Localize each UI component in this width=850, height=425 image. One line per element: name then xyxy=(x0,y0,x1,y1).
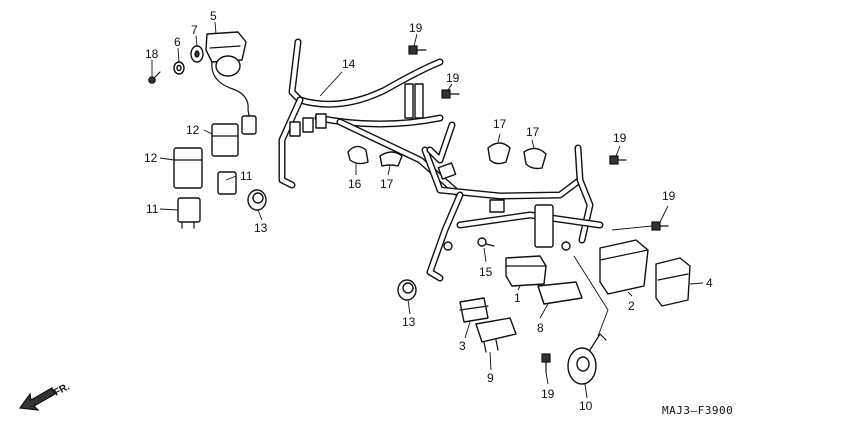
callout-12-lower: 12 xyxy=(144,151,158,165)
leader-lines xyxy=(151,21,704,399)
part-19-bolt-bottom xyxy=(541,353,551,373)
callout-17-c: 17 xyxy=(526,125,540,139)
part-19-bolt-mid xyxy=(441,89,460,99)
part-19-bolt-right xyxy=(609,155,627,165)
part-13-cap xyxy=(247,189,267,211)
front-direction-label: FR. xyxy=(52,381,72,398)
callout-2: 2 xyxy=(628,299,635,313)
part-17-clamp-a xyxy=(379,151,403,167)
callout-18: 18 xyxy=(145,47,159,61)
part-8-unit xyxy=(537,281,583,305)
part-15-screw xyxy=(477,237,495,247)
part-2-control-unit xyxy=(599,239,649,295)
callout-11-upper: 11 xyxy=(240,169,253,183)
part-5-relay-with-lead xyxy=(205,31,257,135)
callout-10: 10 xyxy=(579,399,593,413)
part-19-bolt-far-right xyxy=(651,221,669,231)
callout-4: 4 xyxy=(706,276,713,290)
part-9-relay xyxy=(475,317,517,353)
callout-17-b: 17 xyxy=(493,117,507,131)
callout-19-bottom: 19 xyxy=(541,387,555,401)
callout-3: 3 xyxy=(459,339,466,353)
callout-1: 1 xyxy=(514,291,521,305)
part-13-cap-lower xyxy=(397,279,417,301)
part-6-washer xyxy=(173,61,185,75)
callout-19-top: 19 xyxy=(409,21,423,35)
part-4-module xyxy=(655,257,691,307)
callout-11-lower: 11 xyxy=(146,202,159,216)
callout-19-far-right: 19 xyxy=(662,189,676,203)
part-12-relays xyxy=(173,123,239,189)
part-17-clamp-b xyxy=(487,142,511,165)
callout-8: 8 xyxy=(537,321,544,335)
callout-19-mid: 19 xyxy=(446,71,460,85)
callout-7: 7 xyxy=(191,23,198,37)
frame-stay xyxy=(278,38,604,282)
part-17-clamp-c xyxy=(523,147,547,170)
callout-9: 9 xyxy=(487,371,494,385)
callout-17-a: 17 xyxy=(380,177,394,191)
part-7-grommet xyxy=(190,45,204,63)
part-18-bolt xyxy=(148,71,161,84)
callout-12-upper: 12 xyxy=(186,123,200,137)
callout-19-right: 19 xyxy=(613,131,627,145)
callout-6: 6 xyxy=(174,35,181,49)
part-1-connector xyxy=(505,255,547,287)
front-direction-arrow: FR. xyxy=(18,381,72,411)
part-10-horn xyxy=(567,333,607,385)
callout-14: 14 xyxy=(342,57,356,71)
part-19-bolt-top xyxy=(408,45,427,55)
callout-16: 16 xyxy=(348,177,362,191)
callout-13-lower: 13 xyxy=(402,315,416,329)
callout-15: 15 xyxy=(479,265,493,279)
callouts: 5 6 7 18 12 12 11 11 13 14 19 19 16 17 1… xyxy=(144,9,713,413)
callout-5: 5 xyxy=(210,9,217,23)
part-16-clamp xyxy=(347,145,369,165)
diagram-code: MAJ3–F3900 xyxy=(662,404,733,417)
callout-13-upper: 13 xyxy=(254,221,268,235)
part-3-connector xyxy=(459,297,489,323)
